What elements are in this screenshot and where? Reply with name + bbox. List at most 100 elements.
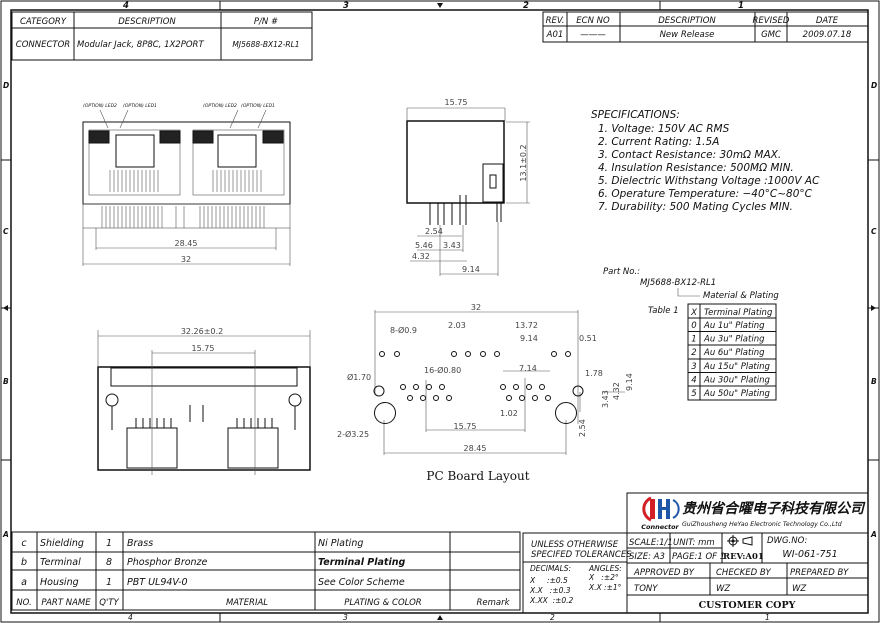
dimension-label: 2.03 [448,321,466,330]
bottom-view: 32.26±0.2 15.75 [97,327,311,475]
date-header: DATE [816,16,839,26]
dimension-label: 9.14 [462,265,480,274]
dimension-label: 1.02 [500,409,518,418]
dimension-label: 16-Ø0.80 [424,365,461,375]
page-value: PAGE:1 OF 1 [672,552,725,562]
plating-description: Au 30u" Plating [703,375,770,385]
zone-label: 1 [738,1,744,11]
tolerance-title: SPECIFED TOLERANCES [531,550,632,560]
plating-header: X [690,308,697,318]
description-value: Modular Jack, 8P8C, 1X2PORT [77,40,204,50]
dimension-label: 5.46 [415,241,433,250]
dimension-label: 28.45 [175,239,198,248]
dimension-label: 28.45 [464,444,487,453]
zone-label: A [2,530,9,539]
header-table: CATEGORY DESCRIPTION P/N # CONNECTOR Mod… [11,11,313,61]
revised-header: REVISED [753,16,790,26]
dimension-label: 13.1±0.2 [519,144,528,181]
plating-code: 4 [691,375,696,385]
header-description: DESCRIPTION [118,17,176,27]
bom-cell: Terminal Plating [318,557,405,568]
dimension-label: 15.75 [454,422,477,431]
specifications: SPECIFICATIONS: 1. Voltage: 150V AC RMS … [591,109,820,213]
side-view: 15.75 13.1±0.2 2.54 5.46 3.43 4.32 9.14 [406,98,530,276]
inner-border [10,9,869,614]
bom-cell: Ni Plating [318,538,363,549]
zone-label: 2 [523,1,529,11]
dimension-label: 7.14 [519,364,537,373]
header-category: CATEGORY [20,17,67,27]
spec-item: 3. Contact Resistance: 30mΩ MAX. [598,149,781,161]
angles-label: ANGLES: [588,564,622,573]
approved-by-value: TONY [634,584,658,594]
zone-label: A [870,530,877,539]
bom-cell: Phosphor Bronze [127,557,208,568]
dimension-label: 2.54 [578,419,587,437]
size-value: SIZE: A3 [629,552,665,562]
specifications-title: SPECIFICATIONS: [591,109,680,121]
spec-item: 4. Insulation Resistance: 500MΩ MIN. [598,162,794,174]
spec-item: 6. Operature Temperature: −40°C~80°C [598,188,813,200]
part-number-callout: Part No.: MJ5688-BX12-RL1 Material & Pla… [603,267,779,316]
plating-description: Au 1u" Plating [703,321,765,331]
checked-by-value: WZ [716,584,730,594]
projection-symbol-icon [727,535,753,547]
revision-table: REV. ECN NO DESCRIPTION REVISED DATE A01… [542,11,869,43]
centering-arrow-icon [437,615,443,620]
dimension-label: 9.14 [625,373,634,391]
rev-description-value: New Release [660,30,715,40]
bom-header: NO. [16,598,31,608]
ecn-value: ——— [580,30,606,40]
zone-label: 3 [343,613,348,622]
ecn-header: ECN NO [576,16,610,26]
unit-value: UNIT: mm [673,538,715,548]
zone-label: 4 [122,1,129,11]
plating-code: 3 [691,362,696,372]
led-label: (OPTION) LED1 [241,103,275,109]
pn-value: MJ5688-BX12-RL1 [232,40,299,49]
spec-item: 1. Voltage: 150V AC RMS [598,123,730,135]
rev-value: REV:A01 [723,552,764,562]
part-no-label: Part No.: [603,267,640,277]
dimension-label: 9.14 [520,334,538,343]
bom-cell: a [21,577,27,588]
tolerance-value: X.X :±0.3 [529,586,571,595]
category-value: CONNECTOR [16,40,71,50]
dwg-no-value: WI-061-751 [782,549,837,560]
dimension-label: 32.26±0.2 [181,327,223,336]
description-header: DESCRIPTION [658,16,716,26]
zone-label: 3 [343,1,349,11]
plating-description: Au 6u" Plating [703,348,765,358]
bom-header: Q'TY [99,598,119,608]
dimension-label: 3.43 [443,241,461,250]
approved-by-label: APPROVED BY [633,568,695,578]
led-label: (OPTION) LED2 [83,103,117,109]
title-block: Connector 贵州省合曜电子科技有限公司 GuiZhousheng HeY… [522,492,869,614]
prepared-by-value: WZ [792,584,806,594]
plating-code: 2 [691,348,696,358]
bom-cell: 1 [106,538,112,549]
zone-label: B [871,377,877,386]
dimension-label: 2.54 [425,227,443,236]
bom-cell: Shielding [40,538,84,549]
rev-header: REV. [546,16,565,26]
front-view: (OPTION) LED2 (OPTION) LED1 (OPTION) LED… [82,103,291,266]
company-name-cn: 贵州省合曜电子科技有限公司 [682,500,866,517]
decimals-label: DECIMALS: [530,564,571,573]
dimension-label: 2-Ø3.25 [337,429,369,439]
dimension-label: 1.78 [585,369,603,378]
dimension-label: 32 [181,255,191,264]
bom-cell: 1 [106,577,112,588]
dimension-label: 0.51 [579,334,597,343]
spec-item: 2. Current Rating: 1.5A [598,136,719,148]
dimension-label: 4.32 [412,252,430,261]
dimension-label: 15.75 [192,344,215,353]
plating-code: 5 [691,389,696,399]
tolerance-title: UNLESS OTHERWISE [531,540,619,550]
bom-header: PART NAME [41,598,91,608]
